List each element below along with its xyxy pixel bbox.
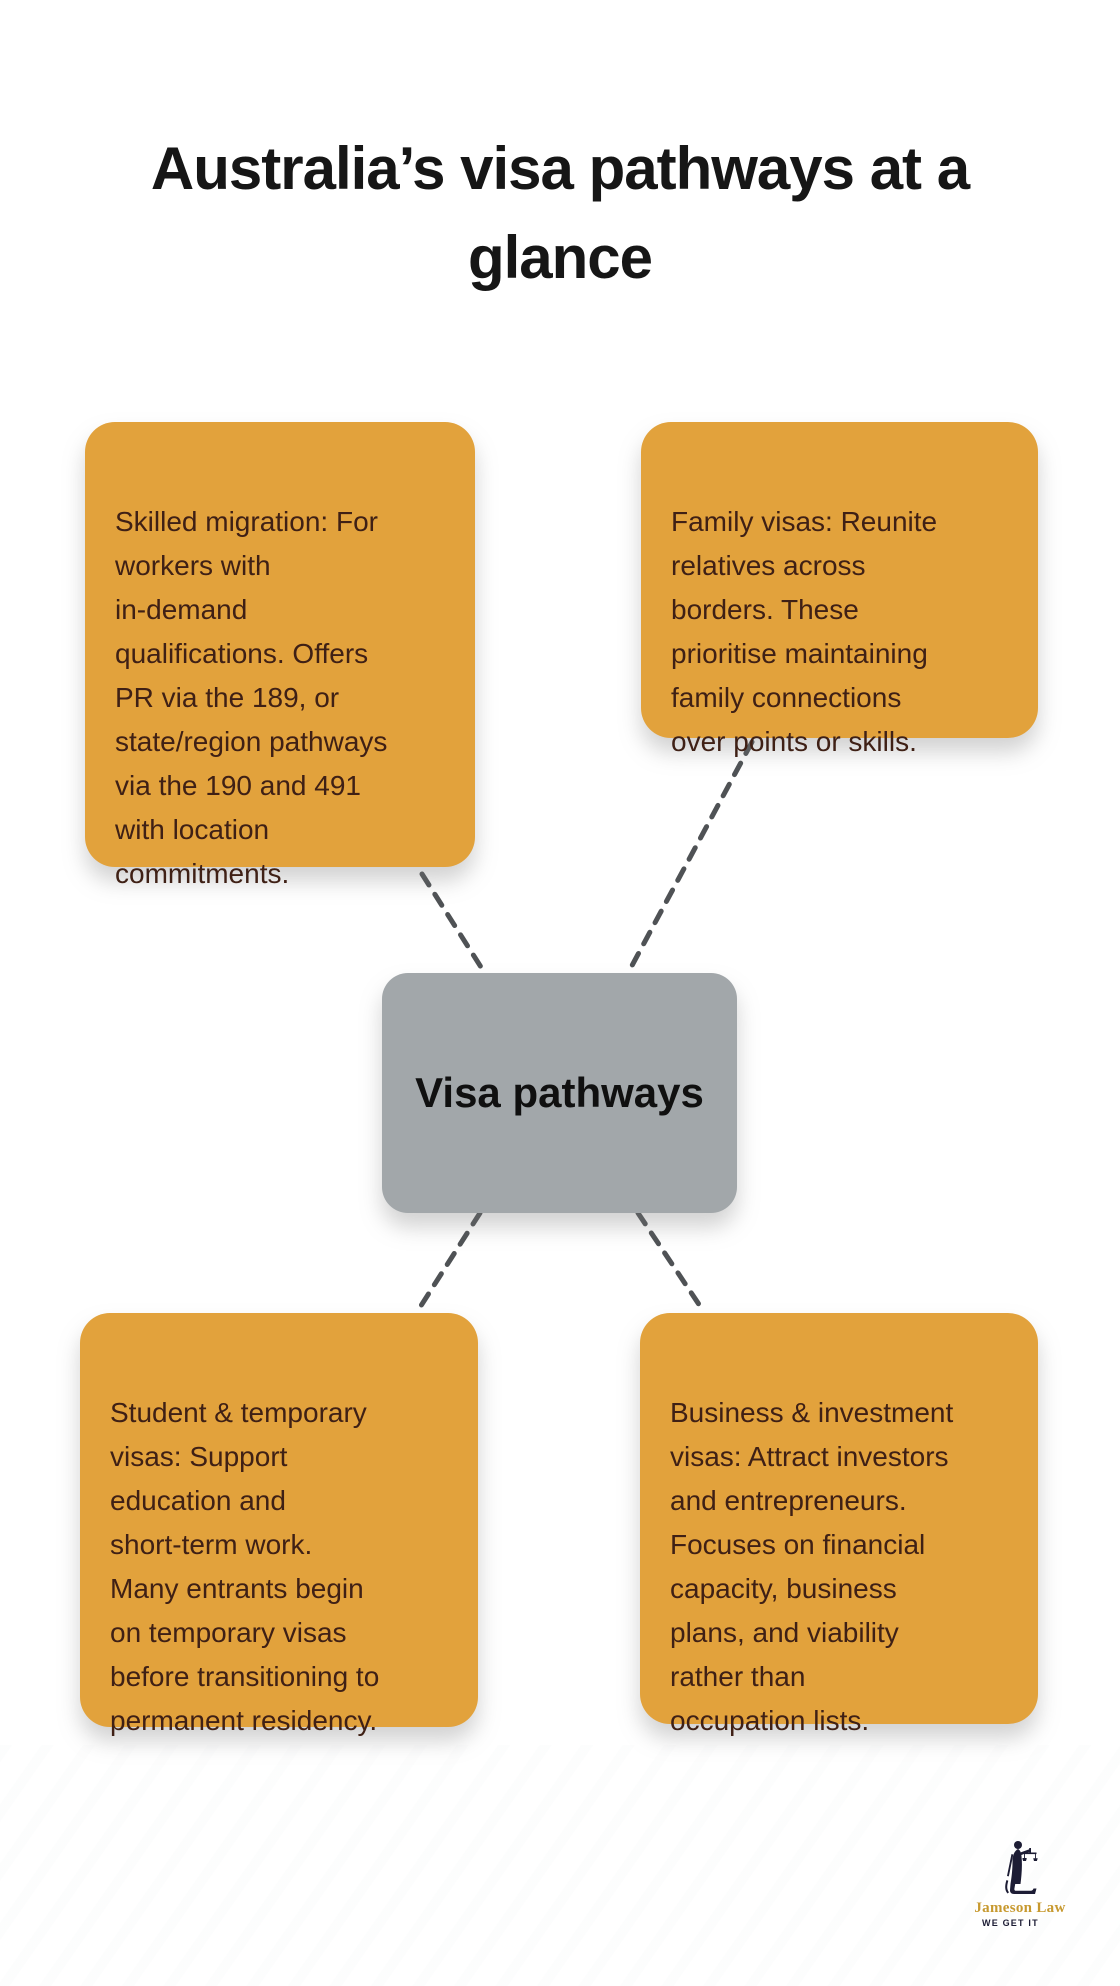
logo-name: Jameson Law <box>974 1900 1066 1916</box>
lady-justice-icon <box>1005 1841 1038 1894</box>
page-title: Australia’s visa pathways at a glance <box>150 135 970 292</box>
node-business-investment-visas: Business & investment visas: Attract inv… <box>640 1313 1038 1736</box>
node-skilled-migration: Skilled migration: For workers with in-d… <box>85 422 475 889</box>
node-student-temporary-visas: Student & temporary visas: Support educa… <box>80 1313 478 1736</box>
node-business-investment-visas-text: Business & investment visas: Attract inv… <box>670 1397 954 1736</box>
connector-student-line <box>414 1210 483 1315</box>
connector-family-line <box>625 739 755 976</box>
watermark-texture <box>0 1745 1120 1986</box>
node-family-visas-text: Family visas: Reunite relatives across b… <box>671 506 938 757</box>
jameson-law-logo: Jameson Law WE GET IT <box>958 1840 1082 1928</box>
connector-business-line <box>635 1210 707 1315</box>
connector-skilled-line <box>419 871 489 978</box>
node-visa-pathways-center: Visa pathways <box>382 973 737 1213</box>
logo-tagline: WE GET IT <box>982 1918 1039 1928</box>
node-family-visas: Family visas: Reunite relatives across b… <box>641 422 1038 757</box>
node-student-temporary-visas-text: Student & temporary visas: Support educa… <box>110 1397 380 1736</box>
center-node-label: Visa pathways <box>415 1069 704 1116</box>
node-skilled-migration-text: Skilled migration: For workers with in-d… <box>115 506 388 889</box>
